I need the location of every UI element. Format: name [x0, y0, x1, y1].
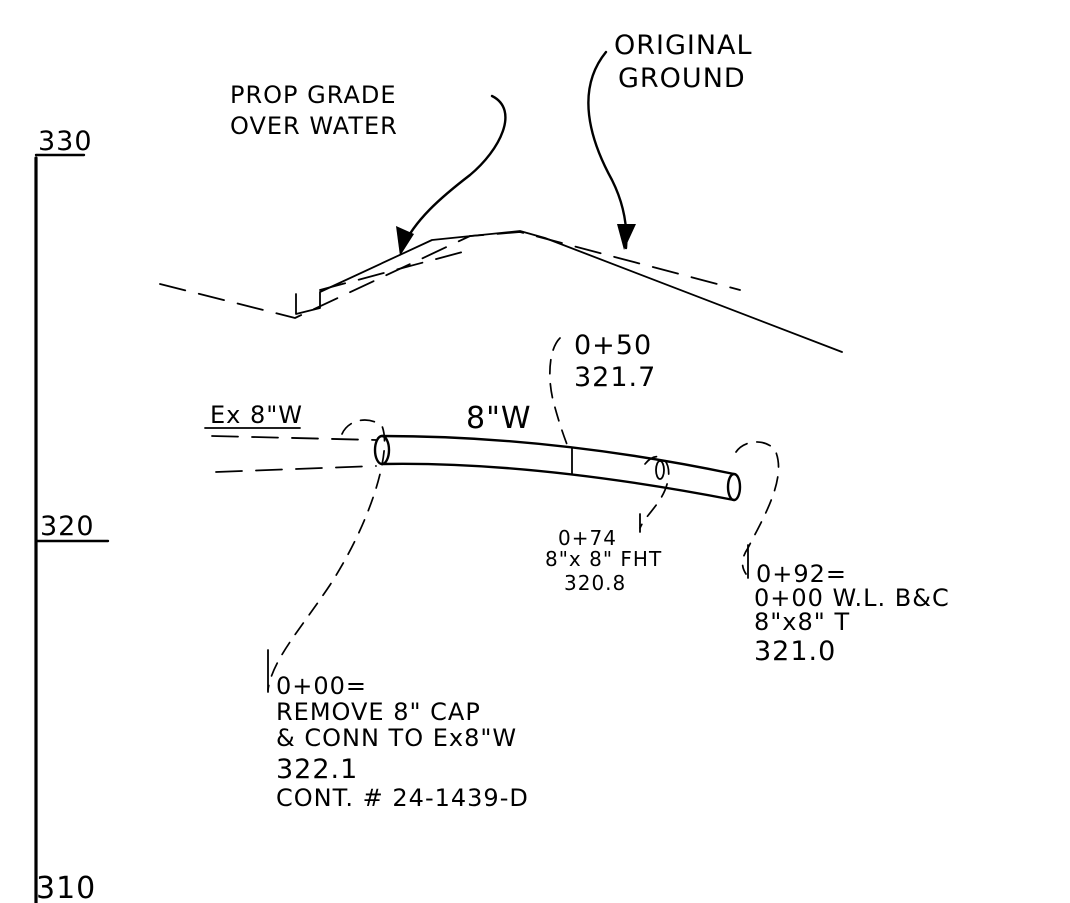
station-074-callout: 0+74 8"x 8" FHT 320.8 [545, 526, 662, 595]
original-ground-line-1: ORIGINAL [614, 30, 753, 61]
original-ground-arrow-head [617, 224, 636, 250]
pipe-finish-end [726, 472, 742, 502]
ground-profiles [159, 230, 843, 353]
new-main-label: 8"W [466, 401, 532, 436]
original-ground-line-2: GROUND [618, 63, 746, 94]
pipe-start-end [373, 434, 391, 466]
existing-main-bottom [215, 465, 377, 473]
station-000-station: 0+00= [276, 672, 367, 700]
original-ground-callout: ORIGINAL GROUND [614, 30, 753, 94]
station-000-leader [267, 419, 386, 691]
station-050-elevation: 321.7 [574, 362, 656, 393]
elevation-label-330: 330 [38, 126, 93, 157]
leader-lines [267, 337, 780, 693]
profile-arrows [396, 50, 636, 256]
hydrant-tee-outlet [655, 460, 665, 480]
station-092-callout: 0+92= 0+00 W.L. B&C 8"x8" T 321.0 [754, 560, 950, 667]
station-092-leader [735, 441, 780, 575]
station-092-fitting: 8"x8" T [754, 608, 850, 636]
new-main-top-edge [380, 434, 736, 476]
existing-main-top [211, 435, 377, 441]
prop-grade-line-1: PROP GRADE [230, 81, 397, 109]
station-050-leader [549, 337, 571, 453]
station-000-contract: CONT. # 24-1439-D [276, 784, 529, 812]
prop-grade-callout: PROP GRADE OVER WATER [230, 81, 398, 140]
station-074-elevation: 320.8 [564, 571, 626, 595]
station-092-elevation: 321.0 [754, 636, 836, 667]
station-092-station: 0+92= [756, 560, 847, 588]
station-000-elevation: 322.1 [276, 754, 358, 785]
water-main [204, 427, 742, 502]
elevation-label-310: 310 [36, 871, 96, 903]
station-092-wl-station: 0+00 W.L. B&C [754, 584, 950, 612]
elevation-scale: 330 320 310 [34, 126, 110, 903]
original-ground-line [159, 231, 741, 319]
prop-grade-line-2: OVER WATER [230, 112, 398, 140]
station-000-note-1: REMOVE 8" CAP [276, 698, 481, 726]
proposed-grade-edge [319, 249, 471, 291]
station-000-note-2: & CONN TO Ex8"W [276, 724, 517, 752]
station-050-station: 0+50 [574, 330, 652, 361]
station-074-leader [639, 455, 670, 529]
elevation-label-320: 320 [40, 511, 95, 542]
station-000-callout: 0+00= REMOVE 8" CAP & CONN TO Ex8"W 322.… [276, 672, 529, 812]
station-074-fitting: 8"x 8" FHT [545, 547, 662, 571]
new-main-bottom-edge [380, 462, 736, 502]
prop-grade-arrow-head [396, 226, 414, 256]
station-050-callout: 0+50 321.7 [574, 330, 656, 393]
prop-grade-arrow-shaft [400, 94, 507, 250]
existing-main-label: Ex 8"W [210, 401, 303, 429]
station-074-station: 0+74 [558, 526, 617, 550]
original-ground-arrow-shaft [587, 50, 628, 250]
proposed-grade-line [295, 230, 843, 353]
